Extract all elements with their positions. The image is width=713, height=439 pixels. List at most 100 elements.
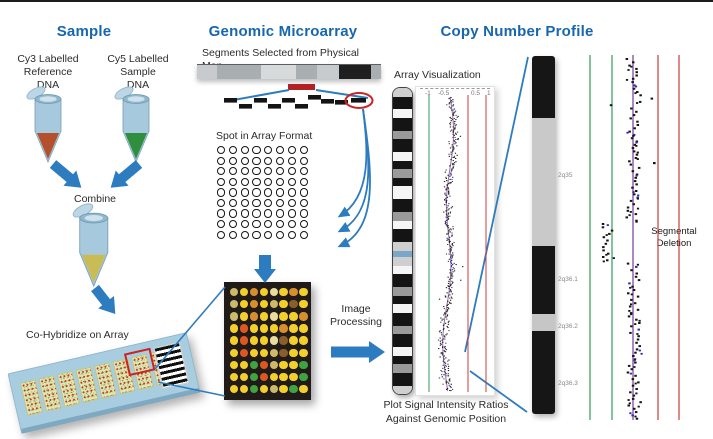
array-spot — [228, 188, 237, 197]
to-microarray-arrow — [254, 255, 276, 283]
combined-tube — [72, 203, 109, 288]
scan-dot — [239, 384, 249, 394]
array-spot — [287, 167, 297, 176]
array-spot — [252, 146, 261, 155]
scan-dot — [259, 336, 268, 345]
array-spot — [276, 146, 285, 155]
array-spot — [264, 167, 273, 176]
array-spot — [240, 146, 249, 155]
ideogram-band — [393, 385, 412, 394]
scan-dot — [289, 384, 298, 394]
scan-dot — [279, 288, 288, 297]
array-spot — [264, 220, 273, 229]
scan-dot — [299, 312, 308, 321]
scan-dot — [269, 384, 278, 394]
combine-label: Combine — [73, 193, 117, 205]
cy3-tube-label: Cy3 Labelled Reference DNA — [17, 53, 79, 91]
array-spot — [287, 230, 297, 239]
array-spot — [228, 198, 237, 208]
scan-dot — [259, 348, 268, 357]
scan-dot — [249, 336, 259, 345]
array-spot — [252, 230, 261, 239]
map-segment — [261, 65, 296, 79]
array-spot — [228, 230, 237, 239]
plot-caption: Plot Signal Intensity Ratios Against Gen… — [383, 399, 509, 425]
array-spot — [264, 209, 273, 218]
array-spot — [287, 220, 297, 229]
tick-minus05: -0.5 — [438, 90, 450, 97]
ideogram-band — [393, 88, 412, 97]
array-spot — [299, 230, 308, 239]
tick-1: 1 — [487, 90, 491, 97]
scan-dot — [269, 312, 278, 321]
ideogram-band — [393, 212, 412, 221]
array-spot — [264, 146, 273, 155]
ideogram-band — [393, 312, 412, 326]
scan-dot — [239, 360, 249, 369]
scan-dot — [299, 360, 308, 369]
tick-minus1: -1 — [425, 90, 431, 97]
ratio-plot-small — [415, 86, 495, 396]
ideogram-band — [393, 229, 412, 243]
scan-dot — [239, 324, 249, 333]
dna-fragment-dashes — [224, 95, 366, 109]
scan-dot — [289, 312, 298, 321]
scan-dot — [239, 288, 249, 297]
scan-dot — [230, 348, 239, 357]
array-spot — [287, 209, 297, 218]
array-spot — [240, 188, 249, 197]
scan-dot — [279, 300, 288, 309]
segmental-deletion-label: Segmental Deletion — [651, 226, 697, 249]
scan-dot — [230, 360, 239, 369]
chromosome-ideogram-large — [532, 56, 555, 414]
spot-format-label: Spot in Array Format — [216, 130, 313, 142]
array-spot — [252, 188, 261, 197]
map-fan-line-left — [227, 89, 290, 102]
array-spot — [299, 167, 308, 176]
array-spot — [228, 156, 237, 165]
array-spot — [299, 220, 308, 229]
cy5-tube — [114, 86, 150, 164]
ideogram-band — [393, 295, 412, 305]
ideogram-band — [393, 274, 412, 288]
array-spot — [240, 167, 249, 176]
array-spot — [299, 156, 308, 165]
array-spot — [299, 198, 308, 208]
ideogram-band — [393, 372, 412, 386]
array-spot — [252, 209, 261, 218]
ideogram-band — [393, 96, 412, 110]
scan-dot — [279, 384, 288, 394]
scan-dot — [269, 360, 278, 369]
array-spot — [276, 220, 285, 229]
physical-map-bar — [197, 64, 381, 79]
array-spot — [264, 198, 273, 208]
scan-dot — [299, 324, 308, 333]
ideogram-band — [393, 355, 412, 365]
ideogram-band — [393, 130, 412, 140]
section-title-genomic-microarray: Genomic Microarray — [208, 23, 358, 40]
scan-dot — [259, 300, 268, 309]
microarray-scan-image — [224, 282, 311, 400]
band-label: 2q35 — [558, 172, 573, 179]
cohybridize-label: Co-Hybridize on Array — [26, 329, 129, 341]
ideogram-band — [393, 220, 412, 230]
scan-dot — [239, 300, 249, 309]
map-segment — [197, 65, 217, 79]
array-spot — [228, 177, 237, 186]
scan-dot — [299, 348, 308, 357]
array-spot — [287, 188, 297, 197]
ideogram-band — [532, 246, 555, 314]
spot-curve-1 — [337, 108, 368, 218]
array-spot — [276, 230, 285, 239]
array-spot — [240, 177, 249, 186]
scan-dot — [269, 324, 278, 333]
scan-dot — [279, 312, 288, 321]
ideogram-band — [393, 160, 412, 170]
ideogram-band — [393, 257, 412, 266]
ideogram-band — [393, 199, 412, 213]
array-spot — [252, 167, 261, 176]
ideogram-band — [532, 118, 555, 246]
scan-dot — [259, 384, 268, 394]
ideogram-band — [393, 287, 412, 296]
combine-arrow-right — [110, 160, 143, 188]
